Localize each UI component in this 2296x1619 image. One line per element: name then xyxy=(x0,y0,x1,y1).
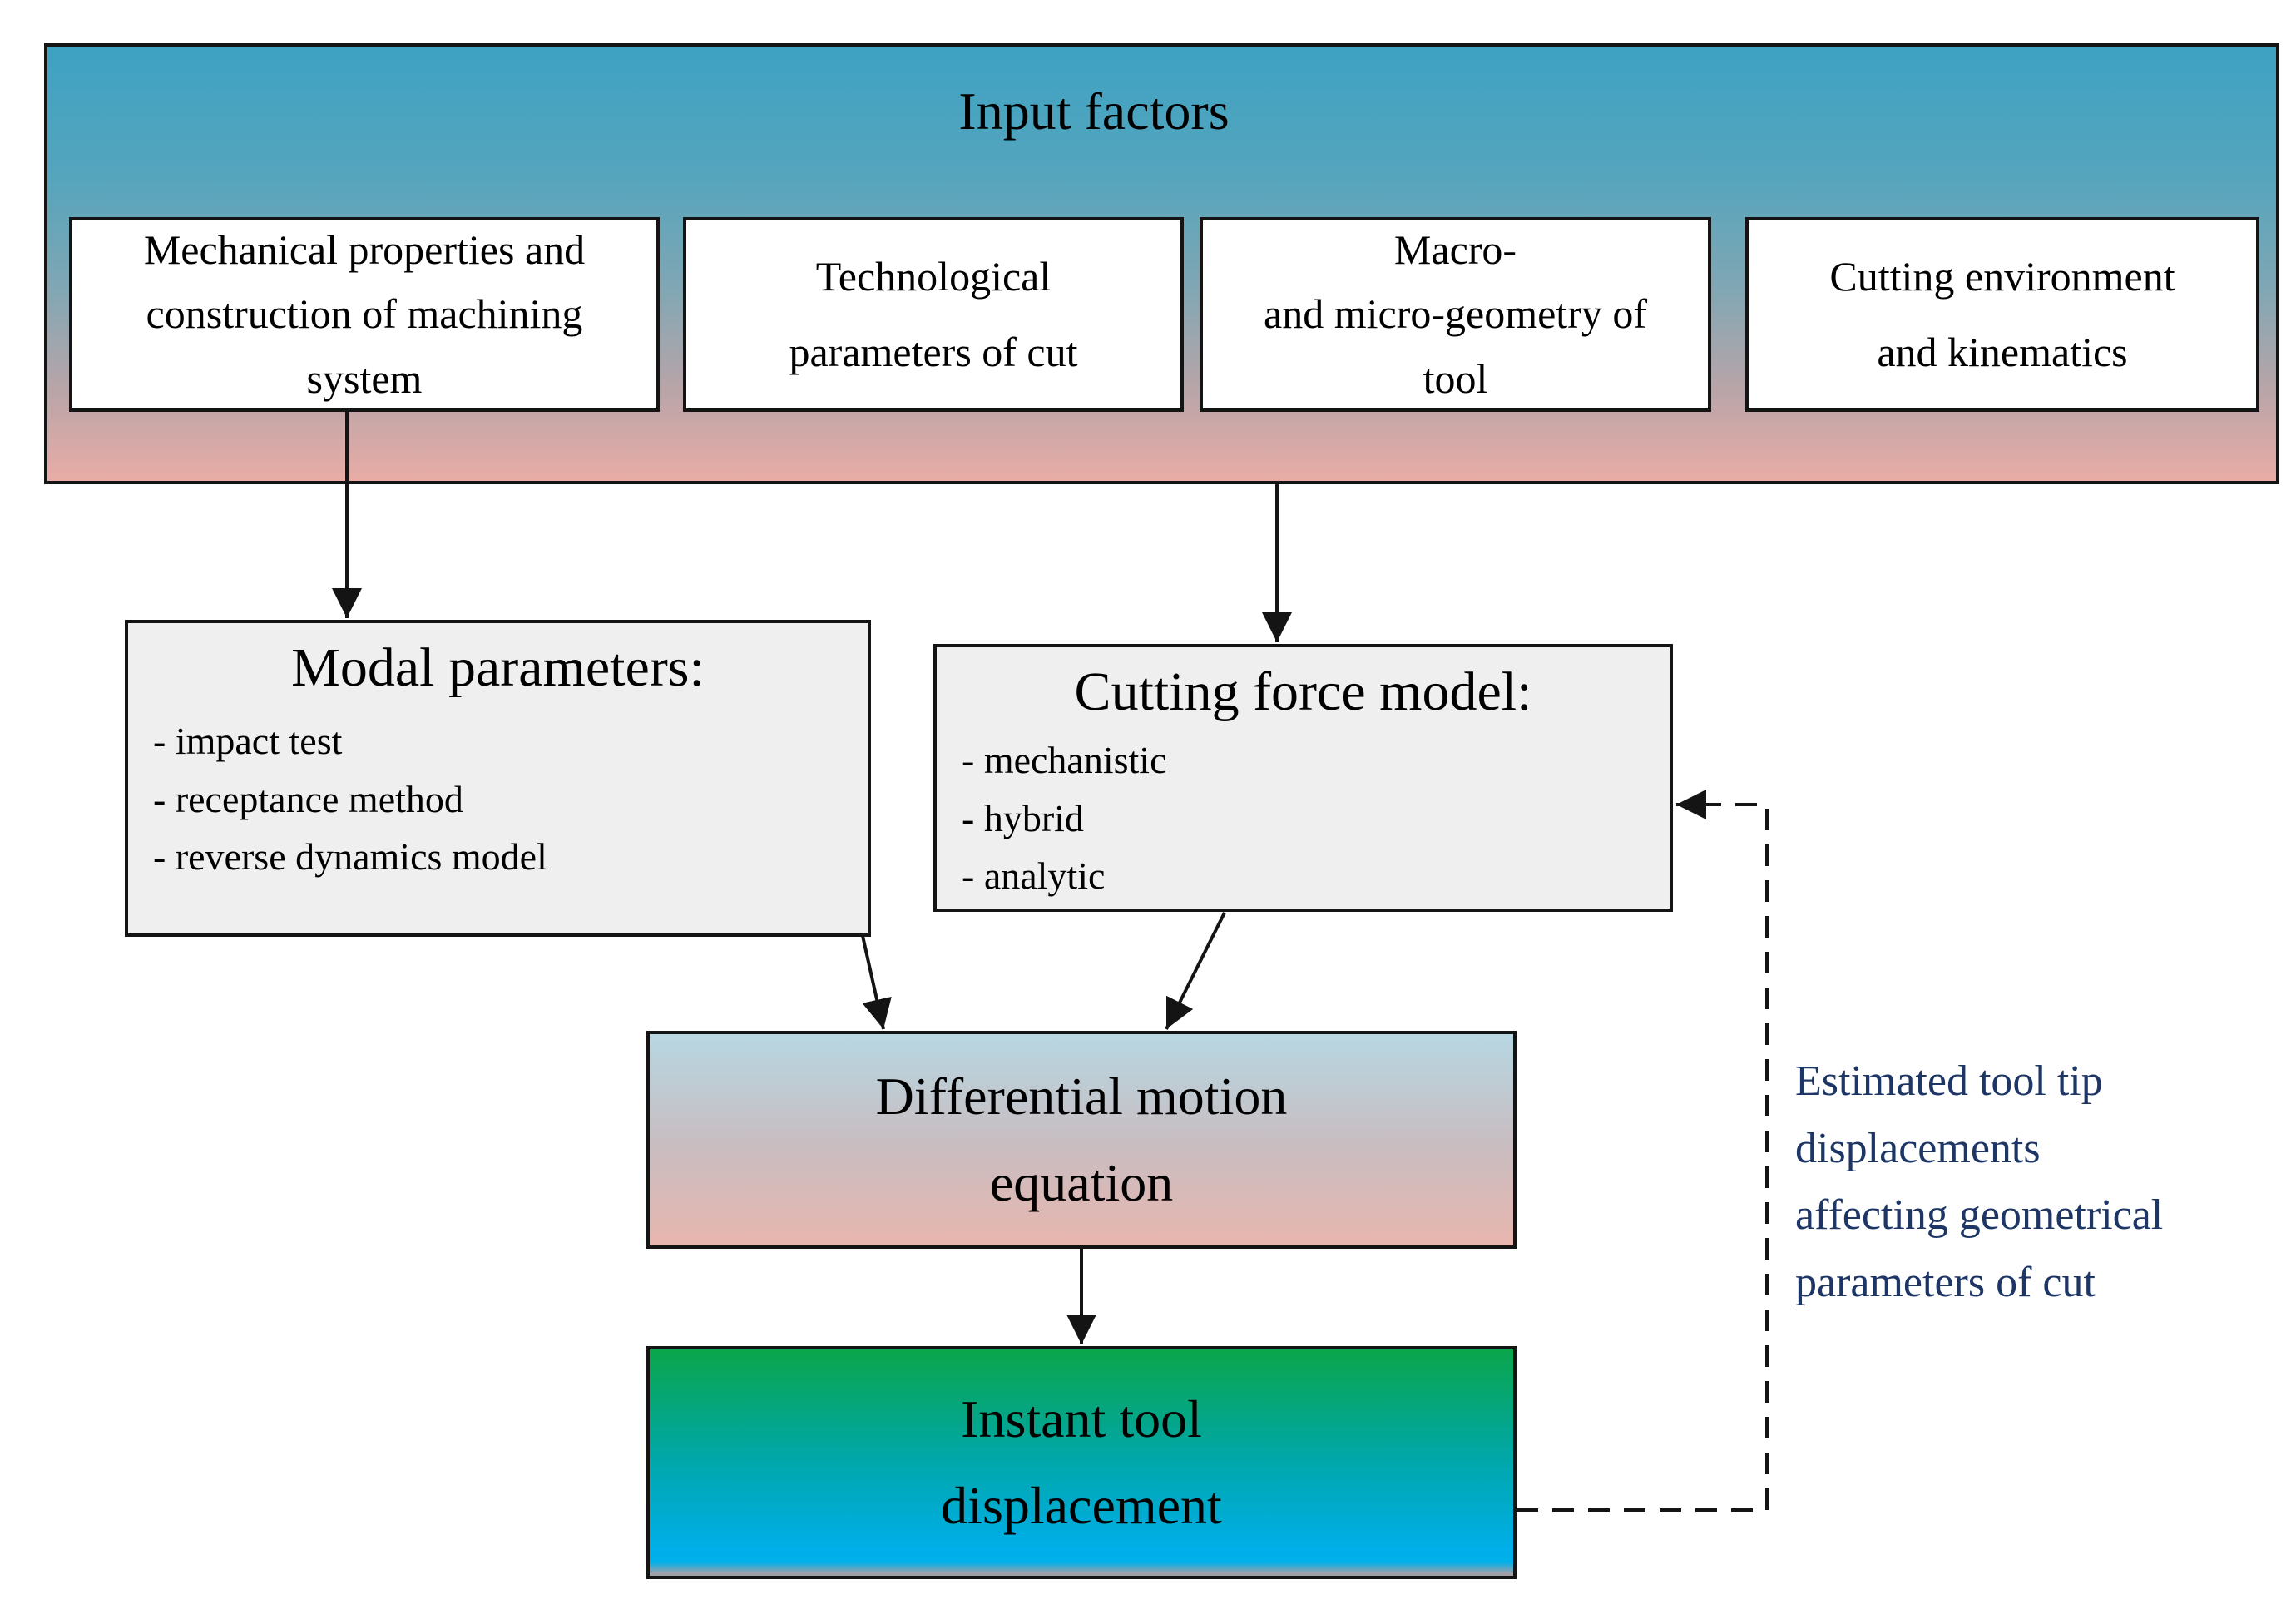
input-box-mechanical-properties: Mechanical properties and construction o… xyxy=(69,217,660,412)
differential-line: equation xyxy=(989,1153,1174,1212)
cutting-item: - analytic xyxy=(962,854,1106,898)
instant-line: Instant tool xyxy=(961,1389,1202,1449)
arrow-cutting-to-differential xyxy=(1165,912,1226,1030)
instant-tool-displacement-box: Instant tool displacement xyxy=(646,1346,1517,1579)
input-box-cutting-environment: Cutting environment and kinematics xyxy=(1745,217,2259,412)
modal-parameters-box: Modal parameters: - impact test - recept… xyxy=(125,620,871,937)
cutting-item: - hybrid xyxy=(962,796,1084,839)
modal-item: - receptance method xyxy=(153,777,463,820)
input-box-line: tool xyxy=(1423,354,1488,402)
input-box-technological-parameters: Technological parameters of cut xyxy=(683,217,1184,412)
arrow-modal-to-differential xyxy=(861,935,892,1030)
modal-parameters-title: Modal parameters: xyxy=(291,637,705,698)
differential-line: Differential motion xyxy=(875,1067,1288,1126)
input-box-line: construction of machining xyxy=(146,290,583,338)
feedback-annotation: Estimated tool tip displacements affecti… xyxy=(1795,1048,2296,1316)
cutting-force-title: Cutting force model: xyxy=(1074,661,1532,722)
cutting-force-model-box: Cutting force model: - mechanistic - hyb… xyxy=(933,644,1673,912)
input-box-line: and kinematics xyxy=(1877,329,2128,375)
differential-motion-equation-box: Differential motion equation xyxy=(646,1031,1517,1249)
input-box-line: Mechanical properties and xyxy=(143,225,586,273)
cutting-item: - mechanistic xyxy=(962,738,1167,781)
input-box-line: Macro- xyxy=(1393,225,1517,273)
banner-title: Input factors xyxy=(958,82,1230,141)
input-box-line: and micro-geometry of xyxy=(1264,290,1647,338)
input-box-line: Cutting environment xyxy=(1829,253,2175,300)
annotation-line: affecting geometrical xyxy=(1795,1191,2164,1240)
input-factors-banner: Input factors Mechanical properties and … xyxy=(44,43,2279,484)
annotation-line: Estimated tool tip xyxy=(1795,1057,2103,1105)
modal-item: - reverse dynamics model xyxy=(153,835,547,879)
annotation-line: parameters of cut xyxy=(1795,1258,2096,1306)
input-box-line: Technological xyxy=(815,253,1052,300)
modal-item: - impact test xyxy=(153,719,343,762)
instant-line: displacement xyxy=(941,1476,1222,1535)
input-box-tool-geometry: Macro- and micro-geometry of tool xyxy=(1200,217,1711,412)
annotation-line: displacements xyxy=(1795,1124,2041,1172)
input-box-line: system xyxy=(306,354,423,402)
input-box-line: parameters of cut xyxy=(789,329,1078,375)
